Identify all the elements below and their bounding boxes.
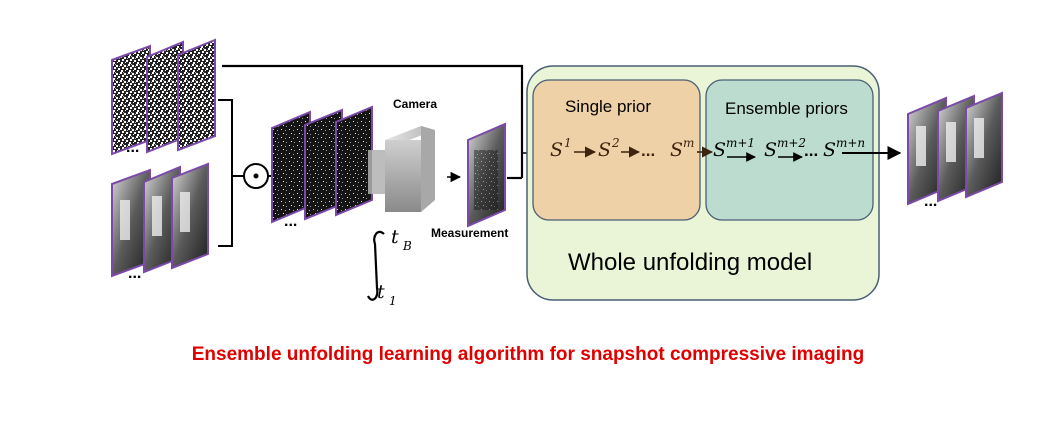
measurement-label: Measurement [431,226,508,240]
single-prior-box [532,79,701,221]
scene-ellipsis: ... [128,265,141,282]
integral-upper-limit: t [391,226,399,248]
stage-sm1: S [713,139,726,161]
stage-sm-sup: m [683,136,694,150]
single-prior-label: Single prior [565,97,651,116]
stage-dots-2: ... [804,141,818,160]
mask-ellipsis: ... [126,139,139,156]
ensemble-priors-label: Ensemble priors [725,99,848,118]
masked-frames-stack [271,105,373,224]
figure-caption: Ensemble unfolding learning algorithm fo… [191,344,865,365]
stage-sm: S [670,139,683,161]
integral-lower-sub: 1 [389,294,397,308]
stage-s2-sup: 2 [611,136,620,150]
integral-upper-sub: B [402,239,412,253]
time-integral-symbol [367,230,385,301]
mask-to-model-line [222,64,524,178]
stage-s1-sup: 1 [564,136,572,150]
stage-s2: S [598,139,611,161]
stage-sm2: S [764,139,777,161]
masked-ellipsis: ... [284,213,297,230]
scene-frames-stack [111,162,209,278]
camera-icon [368,126,435,212]
integral-lower-limit: t [377,281,385,303]
output-ellipsis: ... [924,193,937,210]
stage-s1: S [550,139,563,161]
stage-dots-1: ... [641,141,655,160]
input-bracket [218,99,233,247]
reconstructed-frames-stack [907,91,1003,206]
stage-smn: S [823,139,836,161]
camera-label: Camera [393,97,437,111]
whole-unfolding-model-label: Whole unfolding model [568,249,812,276]
mask-frames-stack [111,38,216,156]
stage-sm1-sup: m+1 [726,136,755,150]
stage-smn-sup: m+n [836,136,865,150]
stage-sm2-sup: m+2 [777,136,806,150]
